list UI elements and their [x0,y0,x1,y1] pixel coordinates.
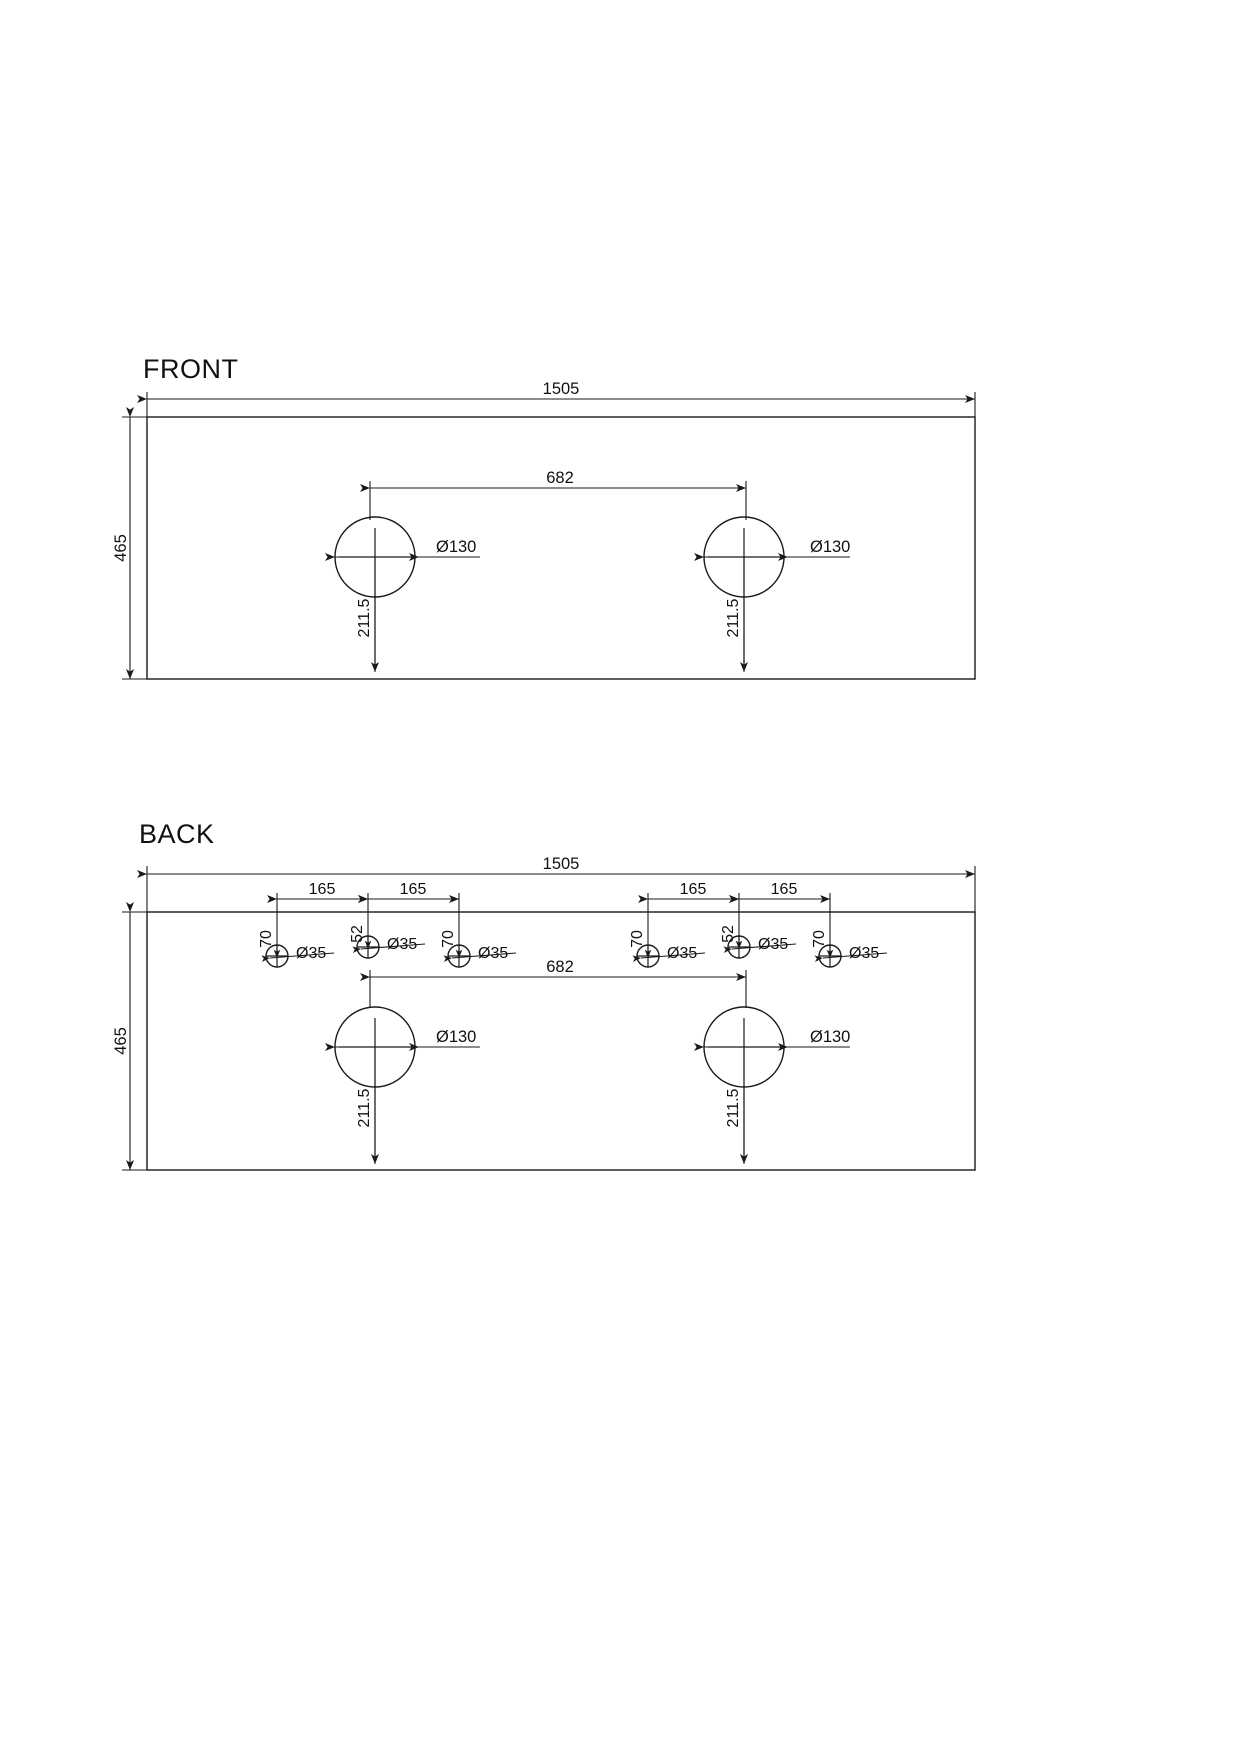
front-basin-left-offset-label: 211.5 [356,598,373,637]
front-height-dimension: 465 [112,407,147,680]
front-basin-right-offset-label: 211.5 [725,598,742,637]
back-width-dimension: 1505 [137,855,976,912]
back-view: BACK 1505 465 [112,819,976,1171]
back-left-pitch-1-label: 165 [309,881,336,898]
front-basin-right-diameter-label: Ø130 [810,538,850,556]
front-view-title: FRONT [143,354,238,384]
back-basin-left-diameter-label: Ø130 [436,1028,476,1046]
front-basin-right: Ø130 211.5 [694,516,850,672]
back-tap-hole-right-1-diameter-label: Ø35 [667,945,697,962]
back-tap-hole-right-2-offset-label: 52 [720,925,737,943]
back-right-pitch-2-label: 165 [771,881,798,898]
back-basin-spacing-dimension: 682 [360,958,747,1008]
back-tap-hole-left-1-diameter-label: Ø35 [296,945,326,962]
front-basin-left-diameter-label: Ø130 [436,538,476,556]
front-width-dimension: 1505 [137,380,976,417]
back-tap-hole-left-2: 52 Ø35 [349,912,426,959]
back-tap-hole-right-2: 52 Ø35 [720,912,797,959]
back-tap-hole-left-3-diameter-label: Ø35 [478,945,508,962]
back-tap-hole-right-1-offset-label: 70 [629,930,646,948]
front-basin-spacing-dimension: 682 [360,469,747,520]
front-basin-left: Ø130 211.5 [325,516,480,672]
back-tap-hole-right-3: 70 Ø35 [811,912,888,968]
back-basin-right-diameter-label: Ø130 [810,1028,850,1046]
back-width-label: 1505 [543,855,580,873]
back-height-dimension: 465 [112,902,147,1171]
back-tap-hole-right-1: 70 Ø35 [629,912,706,968]
back-right-pitch-1-label: 165 [680,881,707,898]
front-panel-outline [146,416,976,680]
back-tap-hole-right-3-diameter-label: Ø35 [849,945,879,962]
back-tap-hole-right-2-diameter-label: Ø35 [758,936,788,953]
back-basin-left-offset-label: 211.5 [356,1088,373,1127]
back-view-title: BACK [139,819,215,849]
back-tap-hole-left-2-diameter-label: Ø35 [387,936,417,953]
back-basin-right: Ø130 211.5 [694,1006,850,1164]
back-tap-hole-left-2-offset-label: 52 [349,925,366,943]
back-height-label: 465 [112,1027,130,1055]
front-view: FRONT 1505 465 682 [112,354,976,680]
front-width-label: 1505 [543,380,580,398]
front-basin-spacing-label: 682 [546,469,574,487]
back-tap-hole-group-left: 165 165 70 Ø35 5 [258,881,517,968]
back-basin-spacing-label: 682 [546,958,574,976]
front-height-label: 465 [112,534,130,562]
back-basin-left: Ø130 211.5 [325,1006,480,1164]
back-tap-hole-right-3-offset-label: 70 [811,930,828,948]
back-basin-right-offset-label: 211.5 [725,1088,742,1127]
back-tap-hole-left-1: 70 Ø35 [258,912,335,968]
back-left-pitch-2-label: 165 [400,881,427,898]
back-tap-hole-group-right: 165 165 70 Ø35 5 [629,881,888,968]
back-tap-hole-left-1-offset-label: 70 [258,930,275,948]
back-panel-outline [146,911,976,1171]
back-tap-hole-left-3: 70 Ø35 [440,912,517,968]
back-tap-hole-left-3-offset-label: 70 [440,930,457,948]
